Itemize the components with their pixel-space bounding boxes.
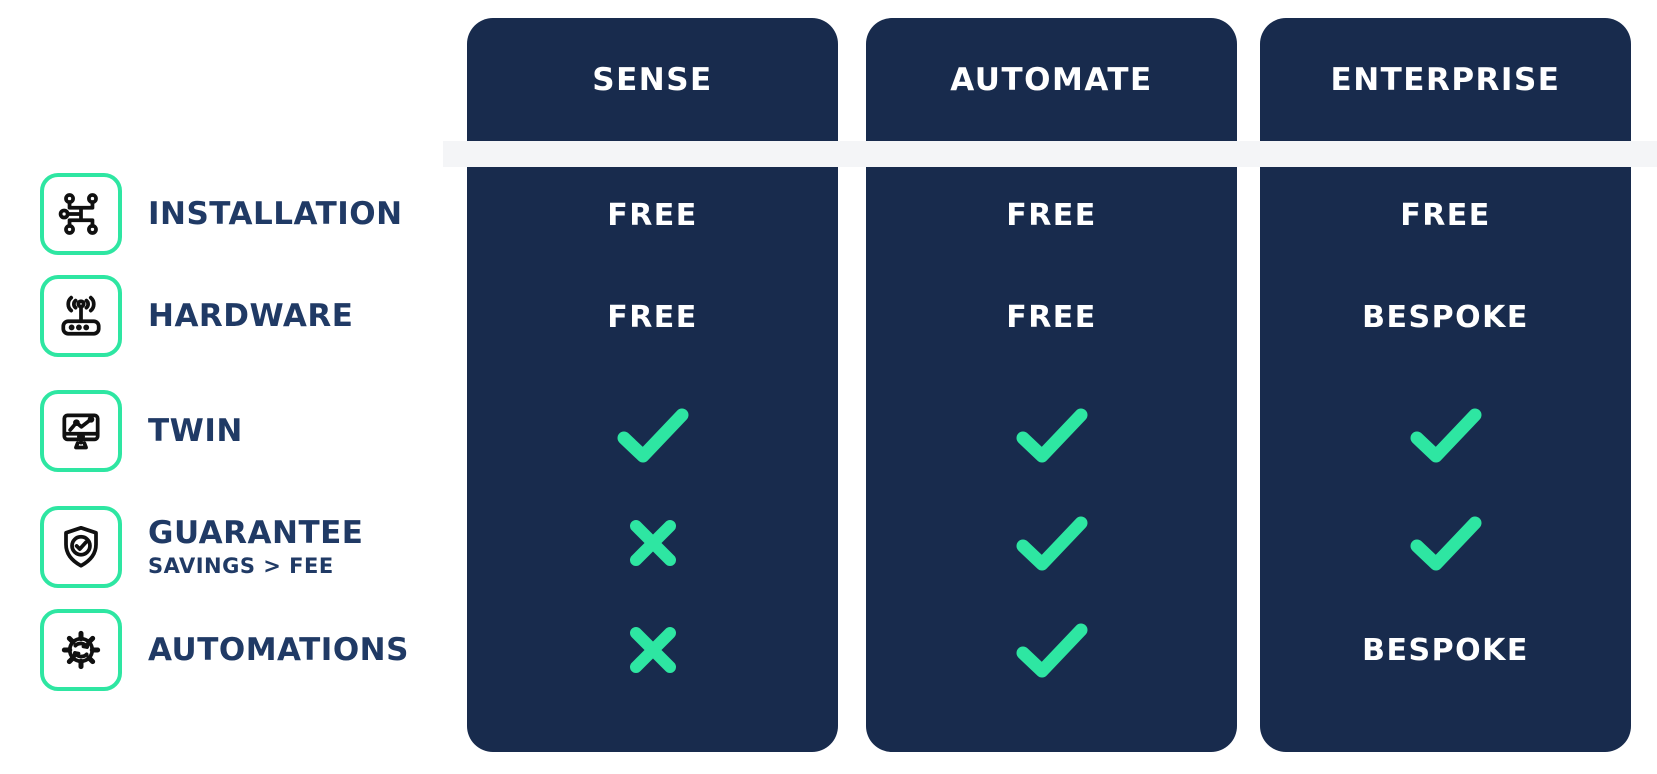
gear-sync-icon-box: [40, 609, 122, 691]
circuit-nodes-icon-box: [40, 173, 122, 255]
cross-icon: [627, 624, 679, 676]
cell-check-mark: [1260, 393, 1631, 477]
circuit-nodes-icon: [56, 189, 106, 239]
feature-row-automations: AUTOMATIONS: [40, 600, 409, 700]
shield-check-icon-box: [40, 506, 122, 588]
feature-row-guarantee: GUARANTEE SAVINGS > FEE: [40, 497, 363, 597]
monitor-chart-icon-box: [40, 390, 122, 472]
cell-cross-mark: [467, 608, 838, 692]
feature-label: AUTOMATIONS: [148, 632, 409, 668]
check-icon: [1410, 516, 1481, 571]
feature-label: HARDWARE: [148, 298, 354, 334]
cross-icon: [629, 627, 676, 673]
check-icon: [1408, 515, 1484, 571]
check-icon: [1410, 408, 1481, 463]
feature-row-hardware: HARDWARE: [40, 266, 353, 366]
cell-value: BESPOKE: [1362, 299, 1529, 335]
check-icon: [1016, 516, 1087, 571]
router-icon: [56, 291, 106, 341]
cell-cross-mark: [467, 501, 838, 585]
check-icon: [1016, 408, 1087, 463]
check-icon: [1408, 407, 1484, 463]
check-icon: [1014, 622, 1090, 678]
feature-label: GUARANTEE: [148, 515, 364, 551]
cell-value: FREE: [1400, 197, 1491, 233]
plan-column-automate: AUTOMATE FREE FREE: [866, 18, 1237, 752]
cell-check-mark: [1260, 501, 1631, 585]
plan-column-header: ENTERPRISE: [1330, 61, 1561, 98]
cell-value: BESPOKE: [1362, 632, 1529, 668]
cell-check-mark: [866, 393, 1237, 477]
cell-value: FREE: [607, 197, 698, 233]
feature-row-installation: INSTALLATION: [40, 164, 403, 264]
plan-column-enterprise: ENTERPRISE FREE BESPOKE BESPOKE: [1260, 18, 1631, 752]
header-divider-band: [443, 141, 1657, 167]
feature-row-twin: TWIN: [40, 381, 243, 481]
cross-icon: [627, 517, 679, 569]
plan-column-header: SENSE: [592, 61, 713, 98]
cell-check-mark: [866, 608, 1237, 692]
cross-icon: [629, 520, 676, 566]
cell-check-mark: [467, 393, 838, 477]
feature-label: INSTALLATION: [148, 196, 403, 232]
plan-column-sense: SENSE FREE FREE: [467, 18, 838, 752]
feature-sublabel: SAVINGS > FEE: [148, 554, 334, 578]
check-icon: [1014, 407, 1090, 463]
cell-value: FREE: [607, 299, 698, 335]
check-icon: [615, 407, 691, 463]
shield-check-icon: [56, 522, 106, 572]
check-icon: [1016, 623, 1087, 678]
check-icon: [1014, 515, 1090, 571]
gear-sync-icon: [56, 625, 106, 675]
router-icon-box: [40, 275, 122, 357]
cell-check-mark: [866, 501, 1237, 585]
monitor-chart-icon: [56, 406, 106, 456]
plan-column-header: AUTOMATE: [950, 61, 1153, 98]
cell-value: FREE: [1006, 197, 1097, 233]
feature-label: TWIN: [148, 413, 243, 449]
cell-value: FREE: [1006, 299, 1097, 335]
check-icon: [617, 408, 688, 463]
